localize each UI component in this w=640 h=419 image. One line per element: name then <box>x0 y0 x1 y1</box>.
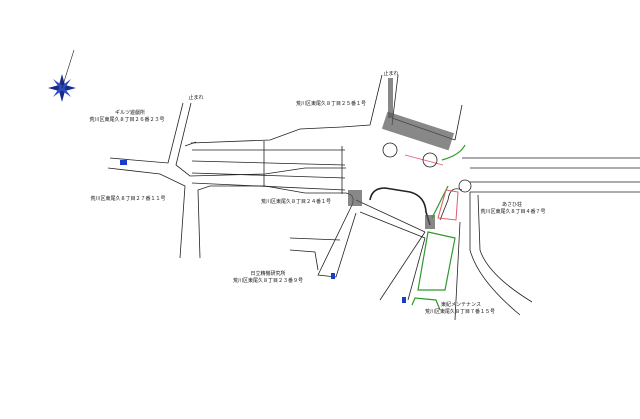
building-s-address: 荒川区東尾久８丁目７番１５号 <box>424 309 496 315</box>
stop-marking-left: 止まれ <box>188 95 204 101</box>
red-island <box>437 189 459 221</box>
road-edges <box>107 74 640 321</box>
stop-marking-top: 止まれ <box>383 71 399 77</box>
building-w-address: 荒川区東尾久８丁目２７番１１号 <box>90 196 166 202</box>
building-e-address: 荒川区東尾久８丁目４番７号 <box>480 209 546 215</box>
building-e-name: あさひ荘 <box>501 202 523 208</box>
crosswalks <box>348 78 455 229</box>
building-n-address: 荒川区東尾久８丁目２５番１号 <box>295 101 367 107</box>
building-sw-name: 日立精機研究所 <box>250 271 286 277</box>
sign-icons <box>120 160 406 303</box>
building-nw-name: ギルツ遊戯所 <box>114 110 146 116</box>
compass-icon <box>48 49 76 102</box>
building-sw-address: 荒川区東尾久８丁目２３番９号 <box>232 278 304 284</box>
building-c-address: 荒川区東尾久８丁目２４番１号 <box>260 199 332 205</box>
green-outlines <box>411 144 466 311</box>
islands <box>382 142 472 193</box>
building-nw-address: 荒川区東尾久８丁目２６番２３号 <box>89 117 165 123</box>
building-s-name: 東紀メンテナンス <box>441 302 481 308</box>
